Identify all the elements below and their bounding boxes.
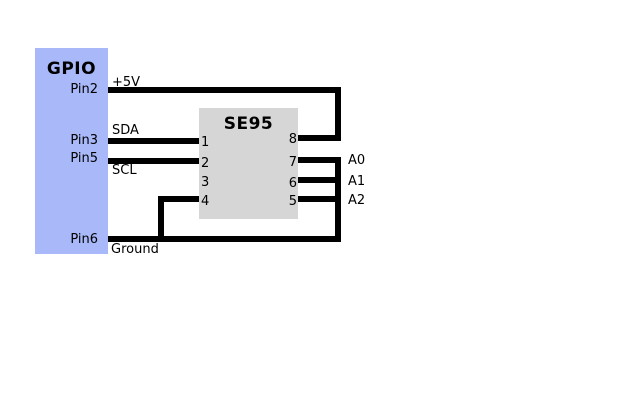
gpio-pin-label-pin3: Pin3 (70, 133, 98, 148)
gpio-pin-label-pin6: Pin6 (70, 232, 98, 247)
wire-chip-pin7-a0 (298, 157, 341, 163)
net-label-sda: SDA (112, 123, 139, 138)
chip-pin-number-5: 5 (288, 194, 297, 209)
gpio-pin-label-pin5: Pin5 (70, 151, 98, 166)
wire-pin4-horizontal (158, 196, 199, 202)
chip-pin-number-4: 4 (201, 194, 210, 209)
chip-pin-number-8: 8 (288, 132, 297, 147)
net-label-scl: SCL (112, 163, 137, 178)
se95-chip-block: SE95 (199, 108, 298, 219)
chip-pin-number-3: 3 (201, 175, 210, 190)
net-label-5v: +5V (112, 75, 141, 90)
gpio-block: GPIO Pin2 Pin3 Pin5 Pin6 (35, 48, 108, 254)
wire-scl (108, 158, 199, 164)
gpio-title: GPIO (46, 59, 97, 79)
wire-sda (108, 138, 199, 144)
wire-5v-horizontal (108, 87, 341, 93)
gpio-pin-label-pin2: Pin2 (70, 82, 98, 97)
net-label-a2: A2 (348, 193, 366, 208)
chip-pin-number-1: 1 (201, 135, 210, 150)
wire-chip-pin8 (298, 135, 341, 141)
se95-chip-title: SE95 (223, 114, 274, 134)
net-label-ground: Ground (111, 242, 159, 257)
net-label-a1: A1 (348, 174, 366, 189)
wire-pin4-vertical (158, 196, 164, 242)
wire-5v-vertical (335, 87, 341, 141)
net-label-a0: A0 (348, 153, 366, 168)
chip-pin-number-7: 7 (288, 155, 297, 170)
chip-pin-number-2: 2 (201, 156, 210, 171)
chip-pin-number-6: 6 (288, 176, 297, 191)
wire-ground (108, 236, 341, 242)
wire-chip-pin5-a2 (298, 196, 341, 202)
wire-chip-pin6-a1 (298, 177, 341, 183)
